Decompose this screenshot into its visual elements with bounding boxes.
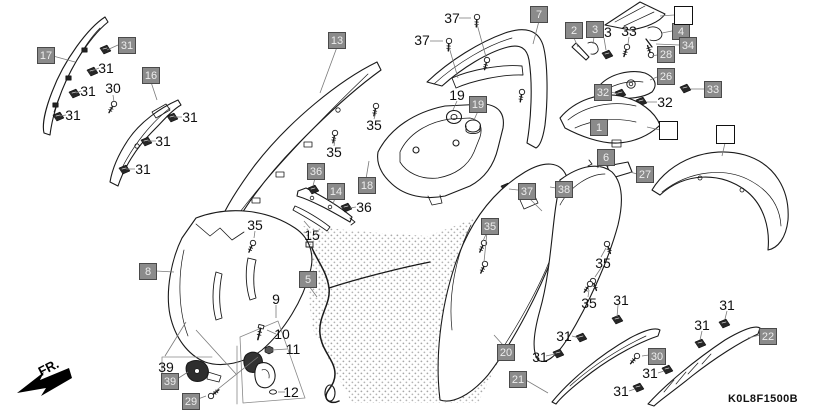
part-callout-empty-1[interactable]	[674, 6, 693, 25]
part-number-label-31: 31	[719, 297, 735, 313]
part-callout-empty-3[interactable]	[716, 125, 735, 144]
part-callout-8[interactable]: 8	[139, 263, 157, 280]
part-number-label-35: 35	[595, 255, 611, 271]
part-callout-27[interactable]: 27	[636, 166, 654, 183]
part-number-label-31: 31	[80, 83, 96, 99]
part-number-label-33: 33	[621, 23, 637, 39]
part-callout-35[interactable]: 35	[481, 218, 499, 235]
part-20-body-cover	[437, 163, 622, 402]
part-number-label-35: 35	[581, 295, 597, 311]
part-callout-26[interactable]: 26	[657, 68, 675, 85]
leader-lines	[52, 14, 761, 400]
part-number-label-35: 35	[247, 217, 263, 233]
part-callout-13[interactable]: 13	[328, 32, 346, 49]
part-number-label-31: 31	[532, 349, 548, 365]
part-number-label-12: 12	[283, 384, 299, 400]
part-callout-14[interactable]: 14	[327, 183, 345, 200]
part-19-grommets	[445, 109, 482, 135]
part-callout-32[interactable]: 32	[594, 84, 612, 101]
part-callout-7[interactable]: 7	[530, 6, 548, 23]
part-number-label-35: 35	[326, 144, 342, 160]
part-number-label-30: 30	[105, 80, 121, 96]
part-14-15-strips	[292, 187, 356, 232]
part-number-label-31: 31	[613, 292, 629, 308]
part-callout-38[interactable]: 38	[555, 181, 573, 198]
part-callout-22[interactable]: 22	[759, 328, 777, 345]
part-callout-20[interactable]: 20	[497, 344, 515, 361]
part-callout-30[interactable]: 30	[648, 348, 666, 365]
part-number-label-15: 15	[304, 227, 320, 243]
part-number-label-31: 31	[694, 317, 710, 333]
part-callout-17[interactable]: 17	[37, 47, 55, 64]
latch-hardware-group	[161, 345, 238, 405]
part-callout-3[interactable]: 3	[586, 21, 604, 38]
part-callout-34[interactable]: 34	[679, 37, 697, 54]
part-18-drawing	[377, 103, 504, 206]
part-number-label-31: 31	[98, 60, 114, 76]
part-triangular-cover-drawing	[604, 1, 666, 31]
part-callout-19[interactable]: 19	[469, 96, 487, 113]
part-right-side-panel-drawing	[651, 151, 789, 251]
part-callout-37[interactable]: 37	[518, 183, 536, 200]
part-callout-2[interactable]: 2	[565, 22, 583, 39]
fr-direction-arrow	[17, 368, 72, 396]
part-17-drawing	[42, 16, 109, 136]
part-21-drawing	[551, 328, 661, 405]
part-16-drawing	[109, 99, 182, 187]
part-8-drawing	[167, 210, 313, 366]
part-number-label-39: 39	[158, 359, 174, 375]
part-callout-33[interactable]: 33	[704, 81, 722, 98]
part-number-label-31: 31	[613, 383, 629, 399]
part-callout-6[interactable]: 6	[597, 149, 615, 166]
part-number-label-10: 10	[274, 326, 290, 342]
part-number-label-19: 19	[449, 87, 465, 103]
part-callout-18[interactable]: 18	[358, 177, 376, 194]
part-callout-1[interactable]: 1	[590, 119, 608, 136]
part-number-label-9: 9	[272, 291, 280, 307]
part-number-label-35: 35	[366, 117, 382, 133]
part-number-label-31: 31	[642, 365, 658, 381]
part-number-label-32: 32	[657, 94, 673, 110]
part-number-label-11: 11	[285, 341, 301, 357]
part-callout-36[interactable]: 36	[307, 163, 325, 180]
mirror-hardware-group	[239, 320, 306, 404]
part-number-label-31: 31	[155, 133, 171, 149]
part-5-cable	[305, 241, 431, 404]
part-number-label-36: 36	[356, 199, 372, 215]
drawing-code: K0L8F1500B	[727, 393, 798, 405]
part-number-label-31: 31	[182, 109, 198, 125]
part-number-label-31: 31	[65, 107, 81, 123]
part-number-label-31: 31	[556, 328, 572, 344]
part-callout-5[interactable]: 5	[299, 271, 317, 288]
part-callout-21[interactable]: 21	[509, 371, 527, 388]
part-7-drawing	[426, 29, 548, 149]
part-callout-28[interactable]: 28	[657, 46, 675, 63]
part-number-label-31: 31	[135, 161, 151, 177]
part-callout-16[interactable]: 16	[142, 67, 160, 84]
part-number-label-37: 37	[414, 32, 430, 48]
part-callout-empty-2[interactable]	[659, 121, 678, 140]
part-callout-31[interactable]: 31	[118, 37, 136, 54]
part-number-label-37: 37	[444, 10, 460, 26]
part-callout-39[interactable]: 39	[161, 373, 179, 390]
part-callout-29[interactable]: 29	[182, 393, 200, 410]
